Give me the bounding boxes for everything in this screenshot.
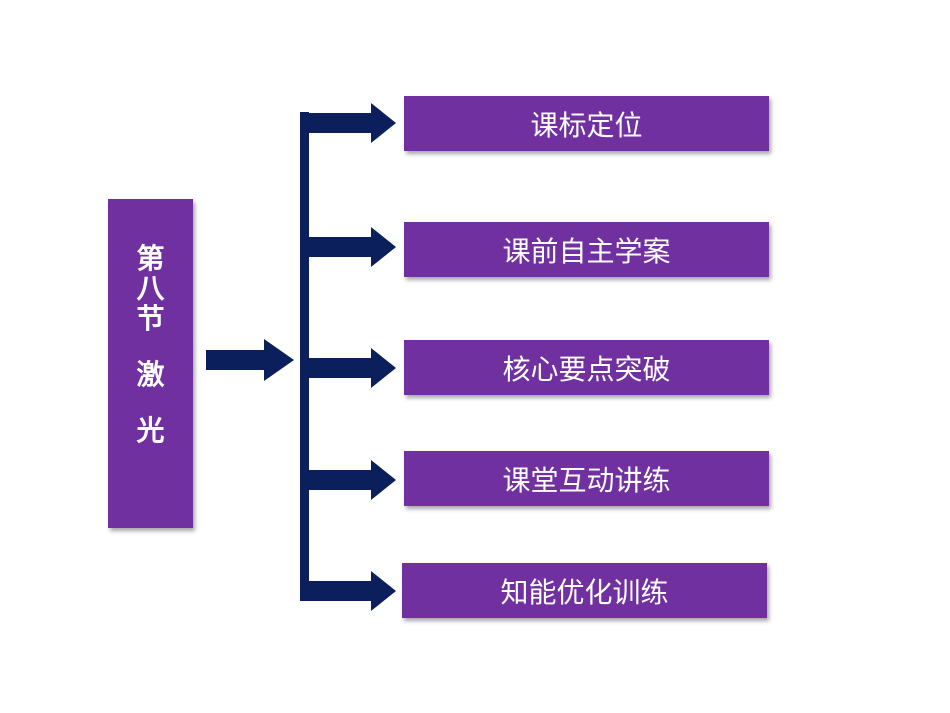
branch-arrow xyxy=(309,348,396,388)
section-title-box: 第 八 节 激 光 xyxy=(108,199,193,528)
bracket-line xyxy=(300,112,309,601)
title-char: 激 xyxy=(136,358,165,391)
menu-item-label: 课堂互动讲练 xyxy=(502,463,671,497)
menu-item-skill-training[interactable]: 知能优化训练 xyxy=(402,563,767,618)
menu-item-key-points[interactable]: 核心要点突破 xyxy=(404,340,769,395)
menu-item-label: 课标定位 xyxy=(530,108,643,142)
title-char: 光 xyxy=(136,414,165,447)
menu-item-label: 知能优化训练 xyxy=(500,575,669,609)
title-char: 八 xyxy=(136,272,165,305)
menu-item-label: 核心要点突破 xyxy=(502,352,671,386)
branch-arrow xyxy=(309,227,396,267)
main-arrow xyxy=(206,339,294,381)
title-char: 第 xyxy=(136,242,165,275)
branch-arrow xyxy=(309,460,396,500)
menu-item-label: 课前自主学案 xyxy=(502,234,671,268)
branch-arrow xyxy=(309,571,396,611)
menu-item-course-standards[interactable]: 课标定位 xyxy=(404,96,769,151)
menu-item-classroom-practice[interactable]: 课堂互动讲练 xyxy=(404,451,769,506)
title-char: 节 xyxy=(136,302,165,335)
branch-arrow xyxy=(309,103,396,143)
menu-item-pre-class-study[interactable]: 课前自主学案 xyxy=(404,222,769,277)
